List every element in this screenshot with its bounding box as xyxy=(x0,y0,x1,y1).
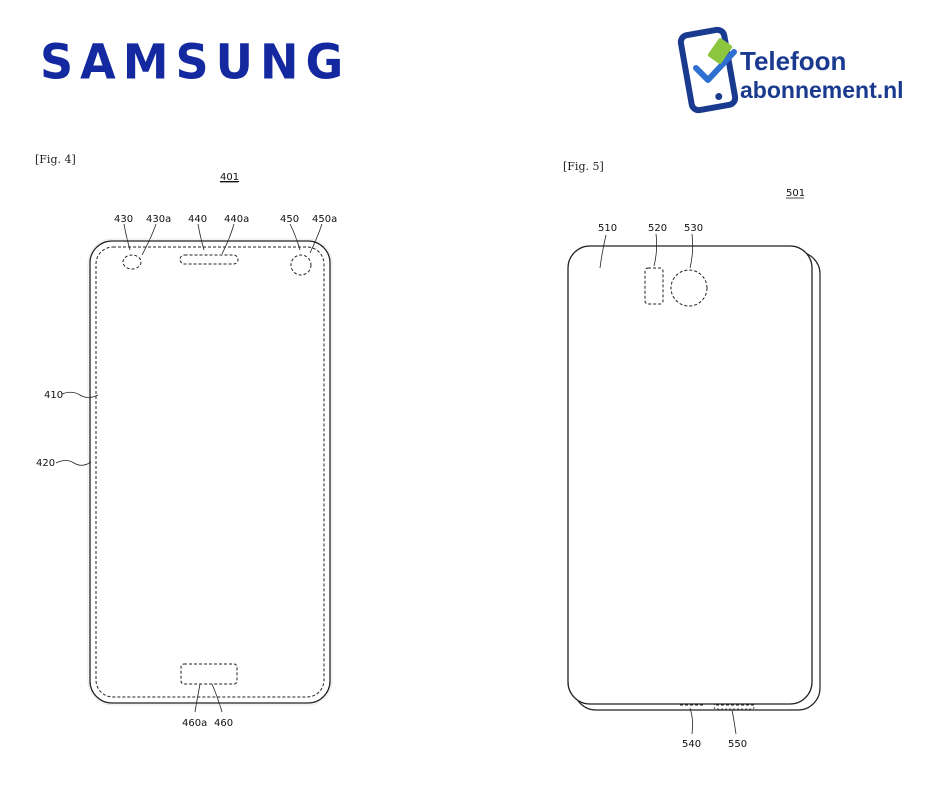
ref-510: 510 xyxy=(598,223,617,234)
fig5-drawing xyxy=(567,233,821,735)
tele-logo-line1: Telefoon xyxy=(740,46,846,76)
fig5-leader-530 xyxy=(689,233,694,269)
fig4-leader-440 xyxy=(197,223,205,251)
fig4-leader-430 xyxy=(123,223,131,251)
fig4-leader-410 xyxy=(61,391,99,398)
ref-450: 450 xyxy=(280,214,299,225)
ref-460a: 460a xyxy=(182,718,207,729)
ref-540: 540 xyxy=(682,739,701,750)
ref-420: 420 xyxy=(36,458,55,469)
ref-440a: 440a xyxy=(224,214,249,225)
sim-card-icon xyxy=(707,38,733,64)
fig4-display xyxy=(95,246,325,698)
fig5-leader-520 xyxy=(653,233,658,267)
fig4-label: [Fig. 4] xyxy=(35,153,76,166)
fig5-grille-550 xyxy=(713,703,755,710)
fig4-refs: 401 430 430a 440 440a 450 450a 410 420 4… xyxy=(36,172,337,729)
fig4-phone-body xyxy=(89,240,331,704)
fig5-refs: 501 510 520 530 540 550 xyxy=(598,188,805,750)
ref-520: 520 xyxy=(648,223,667,234)
fig4-leader-460 xyxy=(211,683,223,713)
ref-460: 460 xyxy=(214,718,233,729)
telefoonabonnement-logo: Telefoon abonnement.nl xyxy=(672,22,922,122)
fig4-leader-460a xyxy=(194,683,201,713)
ref-530: 530 xyxy=(684,223,703,234)
fig5-back-plate xyxy=(567,245,813,705)
fig4-sensor-430a xyxy=(122,254,142,270)
samsung-logo: SAMSUNG xyxy=(40,33,351,90)
ref-430a: 430a xyxy=(146,214,171,225)
ref-450a: 450a xyxy=(312,214,337,225)
fig5-flash-520 xyxy=(644,267,664,305)
fig5-label: [Fig. 5] xyxy=(563,160,604,173)
ref-550: 550 xyxy=(728,739,747,750)
fig4-leader-450 xyxy=(289,223,301,251)
fig4-leader-450a xyxy=(309,223,323,254)
fig5-leader-540 xyxy=(689,707,694,735)
fig4-number: 401 xyxy=(220,172,239,183)
fig4-leader-420 xyxy=(55,460,92,466)
fig5-number: 501 xyxy=(786,188,805,199)
fig4-home-key-460a xyxy=(180,663,238,685)
fig4-leader-430a xyxy=(141,223,157,256)
fig4-leader-440a xyxy=(221,223,235,255)
fig5-leader-510 xyxy=(599,234,607,269)
fig4-drawing xyxy=(55,223,333,713)
ref-440: 440 xyxy=(188,214,207,225)
tele-logo-line2: abonnement.nl xyxy=(740,77,904,103)
ref-430: 430 xyxy=(114,214,133,225)
fig5-leader-550 xyxy=(731,709,737,735)
fig5-camera-530 xyxy=(670,269,708,307)
ref-410: 410 xyxy=(44,390,63,401)
fig4-speaker-440a xyxy=(179,254,239,265)
fig4-camera-450a xyxy=(290,254,312,276)
fig4-scan-edge xyxy=(87,238,333,706)
